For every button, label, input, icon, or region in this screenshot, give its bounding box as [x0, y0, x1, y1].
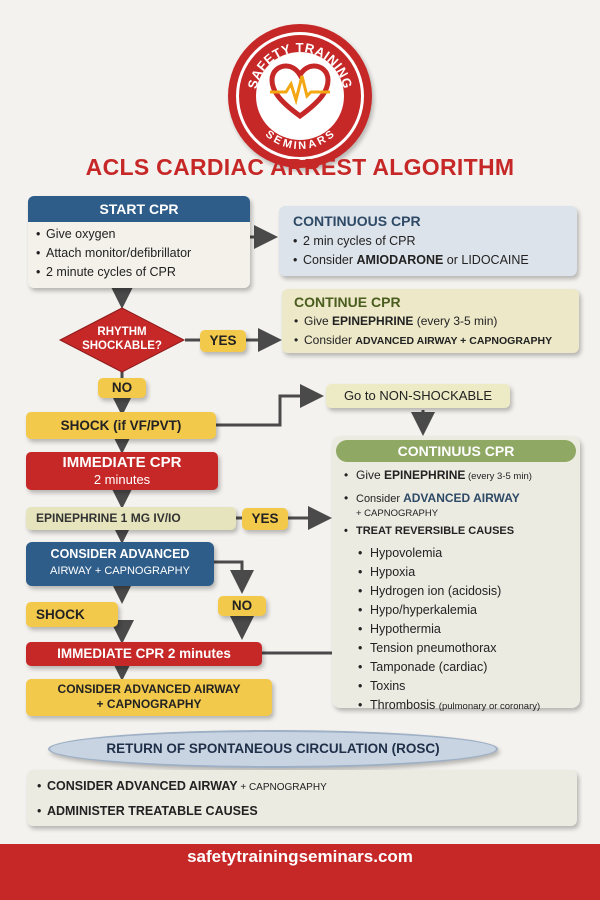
- svg-text:SEMINARS: SEMINARS: [263, 128, 337, 152]
- heart-icon: [269, 63, 331, 120]
- rosc-actions-box: •CONSIDER ADVANCED AIRWAY + CAPNOGRAPHY …: [27, 770, 577, 826]
- list-item: •CONSIDER ADVANCED AIRWAY + CAPNOGRAPHY: [37, 779, 327, 793]
- list-item: •Consider AMIODARONE or LIDOCAINE: [293, 253, 529, 267]
- yes-label-1: YES: [200, 330, 246, 352]
- cause-item: •Tamponade (cardiac): [358, 660, 488, 674]
- consider-advanced-airway-2: CONSIDER ADVANCED AIRWAY + CAPNOGRAPHY: [26, 679, 272, 716]
- rhythm-diamond: [58, 307, 186, 373]
- list-item: •Give oxygen: [36, 227, 116, 241]
- continuous-cpr-header: CONTINUOUS CPR: [293, 213, 421, 229]
- list-item: •ADMINISTER TREATABLE CAUSES: [37, 804, 258, 818]
- logo-ring: [236, 32, 364, 160]
- list-item-continued: + CAPNOGRAPHY: [356, 508, 439, 519]
- cause-item: •Hypo/hyperkalemia: [358, 603, 477, 617]
- list-item: •2 min cycles of CPR: [293, 234, 416, 248]
- no-label-2: NO: [218, 596, 266, 616]
- go-non-shockable: Go to NON-SHOCKABLE: [326, 384, 510, 408]
- list-item: •TREAT REVERSIBLE CAUSES: [344, 525, 515, 537]
- list-item: •Consider ADVANCED AIRWAY: [344, 491, 520, 505]
- list-item: •Consider ADVANCED AIRWAY + CAPNOGRAPHY: [294, 333, 553, 347]
- cause-item: •Hypothermia: [358, 622, 441, 636]
- start-cpr-list: •Give oxygen •Attach monitor/defibrillat…: [28, 222, 250, 282]
- continuus-cpr-box: [332, 436, 580, 708]
- list-item: •Attach monitor/defibrillator: [36, 246, 192, 260]
- start-cpr-box: START CPR •Give oxygen •Attach monitor/d…: [28, 196, 250, 288]
- cause-item: •Hypovolemia: [358, 546, 443, 560]
- logo-lettering: SAFETY TRAINING SEMINARS: [245, 40, 355, 152]
- continuus-cpr-header: CONTINUUS CPR: [336, 440, 576, 462]
- reversible-causes-list: •Hypovolemia •Hypoxia •Hydrogen ion (aci…: [344, 544, 576, 716]
- list-item: •Give EPINEPHRINE (every 3-5 min): [344, 468, 532, 482]
- cause-item: •Hypoxia: [358, 565, 416, 579]
- shock-if-vf-pvt: SHOCK (if VF/PVT): [26, 412, 216, 439]
- consider-advanced-airway-1: CONSIDER ADVANCED AIRWAY + CAPNOGRAPHY: [26, 542, 214, 586]
- list-item: •Give EPINEPHRINE (every 3-5 min): [294, 314, 498, 328]
- yes-label-2: YES: [242, 508, 288, 530]
- shock-2: SHOCK: [26, 602, 118, 627]
- logo-bottom-text: SEMINARS: [263, 128, 336, 152]
- rosc-banner: RETURN OF SPONTANEOUS CIRCULATION (ROSC): [48, 730, 498, 768]
- immediate-cpr-2: IMMEDIATE CPR 2 minutes: [26, 642, 262, 666]
- cause-item: •Thrombosis (pulmonary or coronary): [358, 698, 541, 712]
- continuus-cpr-list: •Give EPINEPHRINE (every 3-5 min) •Consi…: [344, 466, 576, 716]
- arrow-consider-to-no: [214, 560, 254, 594]
- arrow-shock-to-nonshockable: [215, 384, 324, 427]
- rhythm-question: RHYTHM SHOCKABLE?: [82, 326, 162, 352]
- continue-cpr-header: CONTINUE CPR: [294, 294, 401, 310]
- cause-item: •Toxins: [358, 679, 406, 693]
- cause-item: •Tension pneumothorax: [358, 641, 497, 655]
- continuous-cpr-box: CONTINUOUS CPR •2 min cycles of CPR •Con…: [279, 206, 577, 276]
- cause-item: •Hydrogen ion (acidosis): [358, 584, 502, 598]
- logo-center: [256, 52, 344, 140]
- footer-website: safetytrainingseminars.com: [0, 844, 600, 900]
- continue-cpr-box: CONTINUE CPR •Give EPINEPHRINE (every 3-…: [282, 289, 579, 353]
- no-label-1: NO: [98, 378, 146, 398]
- start-cpr-header: START CPR: [28, 196, 250, 222]
- list-item: •2 minute cycles of CPR: [36, 265, 176, 279]
- page-title: ACLS CARDIAC ARREST ALGORITHM: [85, 154, 515, 180]
- immediate-cpr-1: IMMEDIATE CPR 2 minutes: [26, 452, 218, 490]
- epinephrine-step: EPINEPHRINE 1 MG IV/IO: [26, 507, 236, 530]
